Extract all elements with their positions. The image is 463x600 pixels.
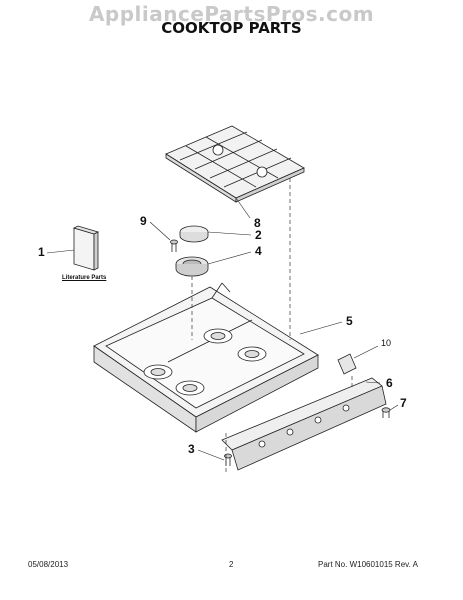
screw-7-drawing [381, 407, 391, 418]
leader-lines [46, 197, 399, 461]
literature-booklet-drawing [72, 225, 100, 271]
screw-3-drawing [224, 453, 232, 466]
page-title: COOKTOP PARTS [161, 19, 302, 37]
callout-7: 7 [400, 396, 407, 410]
callout-3: 3 [188, 442, 195, 456]
cooktop-drawing [93, 282, 319, 433]
callout-4: 4 [255, 244, 262, 258]
literature-parts-label: Literature Parts [62, 275, 107, 281]
callout-10: 10 [381, 338, 392, 348]
callout-6: 6 [386, 376, 393, 390]
callout-2: 2 [255, 228, 262, 242]
watermark: AppliancePartsPros.com [88, 2, 375, 26]
callout-5: 5 [346, 314, 353, 328]
footer-date: 05/08/2013 [28, 560, 69, 569]
callout-8: 8 [254, 216, 261, 230]
screw-9-drawing [170, 239, 178, 252]
grate-drawing [165, 125, 305, 203]
callout-1: 1 [38, 245, 45, 259]
manifold-panel-drawing [221, 377, 387, 471]
alignment-lines [191, 178, 353, 472]
burner-base-drawing [175, 256, 209, 277]
footer-page-number: 2 [229, 560, 234, 569]
burner-cap-drawing [179, 225, 209, 243]
callout-9: 9 [140, 214, 147, 228]
footer-part-number: Part No. W10601015 Rev. A [318, 560, 418, 569]
bracket-10-drawing [337, 353, 357, 375]
